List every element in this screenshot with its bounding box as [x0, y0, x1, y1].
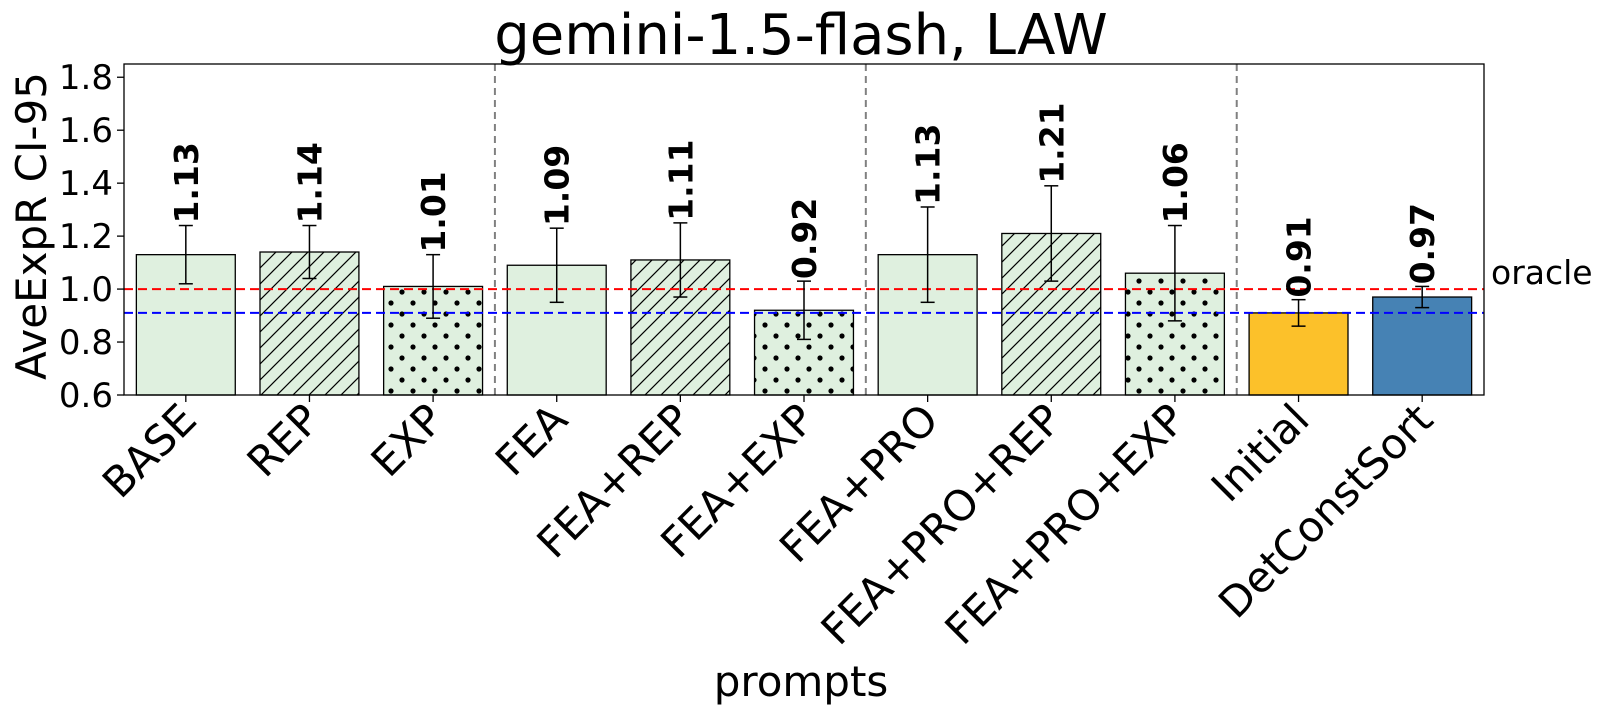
value-label-11: 0.97: [1403, 203, 1442, 284]
y-tick-label-4: 1.2: [59, 217, 113, 257]
value-label-3: 1.01: [414, 171, 453, 252]
reference-line-label: oracle: [1491, 253, 1593, 292]
value-label-5: 1.11: [661, 139, 700, 220]
y-tick-label-7: 1.8: [59, 58, 113, 98]
value-label-10: 0.91: [1280, 216, 1319, 297]
x-tick-label-3: EXP: [361, 394, 453, 486]
value-label-6: 0.92: [785, 198, 824, 279]
y-tick-label-2: 0.8: [59, 323, 113, 363]
y-tick-label-5: 1.4: [59, 164, 113, 204]
bar-11: [1372, 296, 1473, 396]
value-label-8: 1.21: [1032, 102, 1071, 183]
value-label-2: 1.14: [290, 142, 329, 223]
y-tick-label-1: 0.6: [59, 376, 113, 416]
plot-area: oracle 1.13 1.14 1.01 1.09 1.11 0.92 1.13 1.21 1.…: [59, 58, 1593, 654]
value-label-9: 1.06: [1156, 142, 1195, 223]
x-axis-label: prompts: [714, 657, 889, 706]
y-tick-label-3: 1.0: [59, 270, 113, 310]
value-label-4: 1.09: [538, 145, 577, 226]
y-tick-label-6: 1.6: [59, 111, 113, 151]
value-label-7: 1.13: [909, 124, 948, 205]
value-label-1: 1.13: [167, 142, 206, 223]
x-tick-label-11: DetConstSort: [1209, 394, 1442, 627]
x-tick-label-2: REP: [238, 394, 330, 486]
chart-title: gemini-1.5-flash, LAW: [494, 3, 1108, 68]
y-axis-label: AveExpR CI-95: [7, 72, 56, 380]
x-tick-label-4: FEA: [486, 394, 577, 485]
x-tick-label-10: Initial: [1202, 394, 1319, 511]
